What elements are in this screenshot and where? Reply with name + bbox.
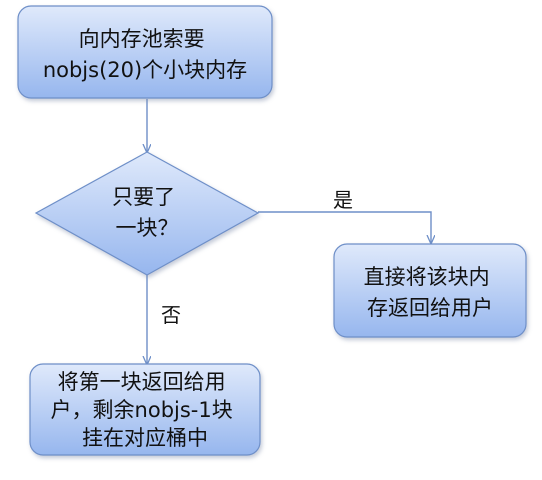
node-return-first-line-2: 户，剩余nobjs-1块 [51,398,233,422]
node-return-one-box [333,243,527,338]
node-return-one-label: 直接将该块内 存返回给用户 [364,265,497,320]
node-return-first-label: 将第一块返回给用 户，剩余nobjs-1块 挂在对应桶中 [51,370,240,450]
connectors [147,99,431,364]
node-decision: 只要了 一块？ [34,151,260,276]
node-return-first-box [29,363,261,456]
node-return-one-line-1: 直接将该块内 [364,265,490,289]
node-request-label: 向内存池索要 nobjs(20)个小块内存 [43,27,247,82]
node-request-line-1: 向内存池索要 [79,27,205,51]
node-decision-diamond [34,151,260,276]
node-return-first-line-1: 将第一块返回给用 [58,370,226,394]
node-return-one-line-2: 存返回给用户 [367,296,493,320]
node-decision-label: 只要了 一块？ [112,185,182,240]
node-decision-line-2: 一块？ [116,216,179,240]
edge-label-yes: 是 [333,188,353,212]
node-request-box [17,5,273,99]
node-return-first-line-3: 挂在对应桶中 [82,426,208,450]
node-return-first: 将第一块返回给用 户，剩余nobjs-1块 挂在对应桶中 [29,363,261,456]
node-request-line-2: nobjs(20)个小块内存 [43,58,247,82]
node-return-one: 直接将该块内 存返回给用户 [333,243,527,338]
edge-decision-yes [258,211,431,243]
edge-label-no: 否 [161,303,181,327]
node-request: 向内存池索要 nobjs(20)个小块内存 [17,5,273,99]
node-decision-line-1: 只要了 [112,185,175,209]
